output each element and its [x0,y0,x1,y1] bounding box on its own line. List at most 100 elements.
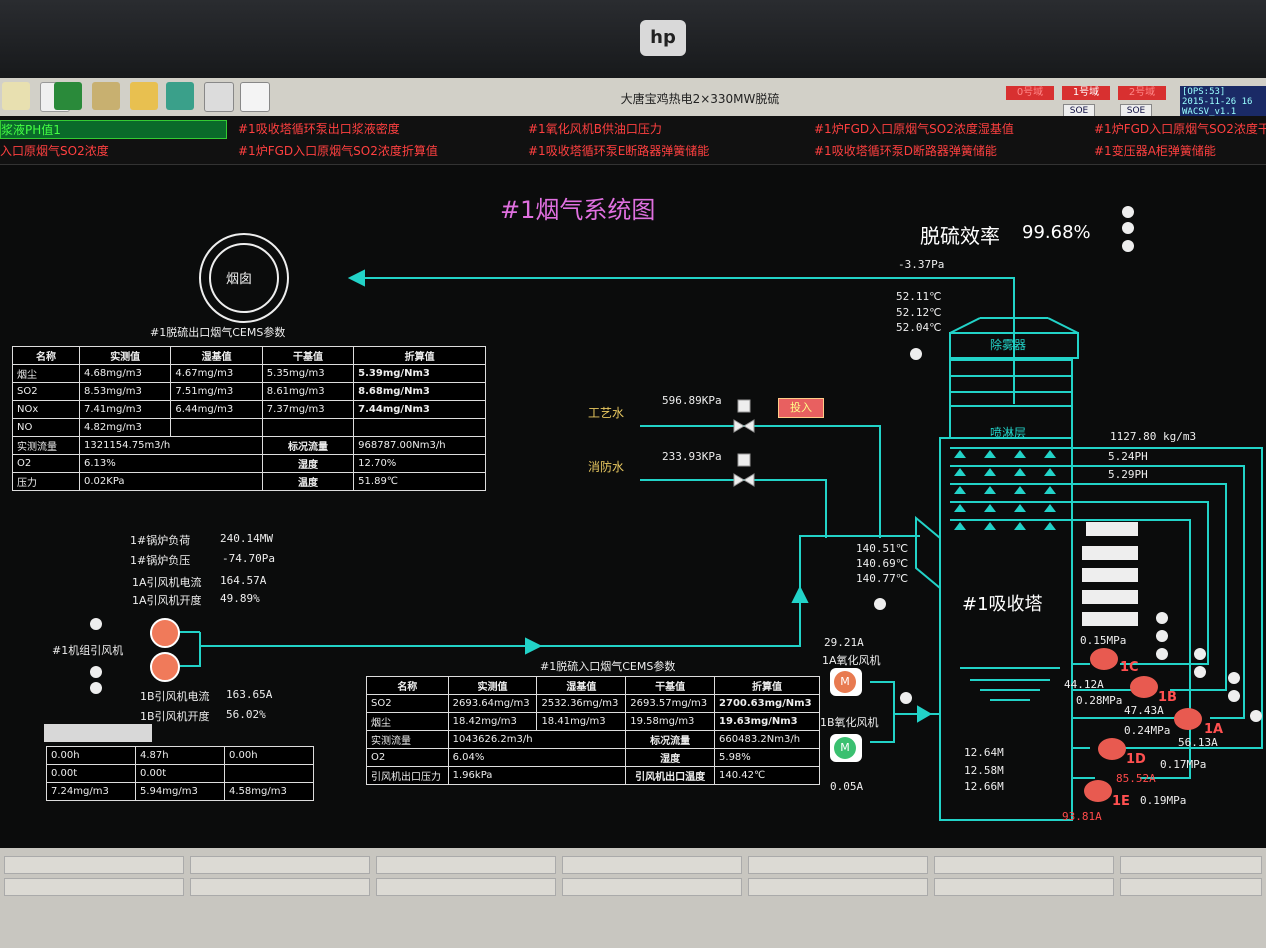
task-slot[interactable] [562,856,742,874]
soe-button-1[interactable]: SOE [1063,104,1095,119]
alarm-item[interactable]: 入口原烟气SO2浓度 [0,144,109,158]
table-cell: SO2 [366,694,449,713]
header-cell: 干基值 [261,346,355,365]
pump-e-icon[interactable] [1084,780,1112,802]
table-cell: 标况流量 [261,436,355,455]
fire-water-label: 消防水 [588,460,625,474]
task-slot[interactable] [190,856,370,874]
fan-b-open-value: 56.02% [226,708,266,721]
alarm-item[interactable]: #1吸收塔循环泵E断路器弹簧储能 [528,144,710,158]
pump-c-current: 44.12A [1064,678,1104,691]
table-cell: 2693.57mg/m3 [625,694,716,713]
table-cell: 5.35mg/m3 [261,364,355,383]
alarm-item[interactable]: #1变压器A柜弹簧储能 [1094,144,1216,158]
unit-button-1[interactable]: 1号域 [1062,86,1110,100]
ox-fan-a-icon[interactable]: M [830,668,862,696]
pump-b-icon[interactable] [1130,676,1158,698]
pump-a-icon[interactable] [1174,708,1202,730]
pump-c-icon[interactable] [1090,648,1118,670]
table-cell [353,418,486,437]
network-icon[interactable] [54,82,82,110]
taskbar [0,848,1266,948]
unit-button-0[interactable]: 0号域 [1006,86,1054,100]
doc-icon[interactable] [240,82,270,112]
tools-icon[interactable] [92,82,120,110]
small-table-tab[interactable] [44,724,152,742]
table-cell: 0.00t [135,764,225,783]
efficiency-label: 脱硫效率 [920,224,1000,248]
alarm-item[interactable]: #1氧化风机B供油口压力 [528,122,662,136]
alarm-item[interactable]: #1炉FGD入口原烟气SO2浓度折算值 [238,144,438,158]
task-slot[interactable] [748,856,928,874]
pump-b-pressure: 0.28MPa [1076,694,1123,707]
ox-fan-b-label: 1B氧化风机 [820,716,879,729]
fan-a-current-value: 164.57A [220,574,267,587]
home-icon[interactable] [2,82,30,110]
task-slot[interactable] [376,878,556,896]
table-cell: 12.70% [353,454,486,473]
fan-a-current-label: 1A引风机电流 [132,576,202,589]
task-slot[interactable] [748,878,928,896]
task-slot[interactable] [1120,856,1262,874]
header-cell: 折算值 [714,676,820,695]
outlet-temp-3: 52.04℃ [896,321,942,334]
pump-e-current: 93.81A [1062,810,1102,823]
table-cell: 0.00h [224,746,314,765]
task-slot[interactable] [934,856,1114,874]
status-dot [1194,648,1206,660]
trend-icon[interactable] [166,82,194,110]
task-slot[interactable] [562,878,742,896]
task-slot[interactable] [376,856,556,874]
table-cell: 968787.00Nm3/h [353,436,486,455]
pump-b-current: 47.43A [1124,704,1164,717]
status-dot [910,348,922,360]
tower-ph-2: 5.29PH [1108,468,1148,481]
inlet-cems-title: #1脱硫入口烟气CEMS参数 [540,660,676,673]
print-icon[interactable] [204,82,234,112]
pump-d-icon[interactable] [1098,738,1126,760]
chimney-label: 烟囱 [226,272,253,287]
alarm-item[interactable]: #1炉FGD入口原烟气SO2浓度干 [1094,122,1266,136]
table-cell: 8.61mg/m3 [261,382,355,401]
alarm-item[interactable]: #1吸收塔循环泵出口浆液密度 [238,122,400,136]
table-cell: 2532.36mg/m3 [536,694,627,713]
fan-a-icon[interactable] [150,618,180,648]
pump-a-pressure: 0.24MPa [1124,724,1171,737]
task-slot[interactable] [1120,878,1262,896]
fan-b-current-label: 1B引风机电流 [140,690,210,703]
tower-level-3: 12.66M [964,780,1004,793]
engage-button[interactable]: 投入 [778,398,824,418]
status-dot [1156,630,1168,642]
status-dot [1194,666,1206,678]
demister-label: 除雾器 [990,338,1027,352]
table-cell: 标况流量 [625,730,716,749]
alarm-item[interactable]: #1吸收塔循环泵D断路器弹簧储能 [814,144,997,158]
alarm-item[interactable]: #1炉FGD入口原烟气SO2浓度湿基值 [814,122,1014,136]
status-dot [1228,672,1240,684]
alarm-item[interactable]: 浆液PH值1 [0,120,227,139]
ox-fan-b-icon[interactable]: M [830,734,862,762]
tower-level-1: 12.64M [964,746,1004,759]
table-cell: 7.44mg/Nm3 [353,400,486,419]
task-slot[interactable] [934,878,1114,896]
screen-title: #1烟气系统图 [500,196,656,224]
task-slot[interactable] [190,878,370,896]
table-cell [261,418,355,437]
unit-button-2[interactable]: 2号域 [1118,86,1166,100]
outlet-cems-table: 名称 实测值 湿基值 干基值 折算值 烟尘 4.68mg/m3 4.67mg/m… [12,346,486,491]
task-slot[interactable] [4,856,184,874]
task-slot[interactable] [4,878,184,896]
boiler-load-value: 240.14MW [220,532,273,545]
header-cell: 湿基值 [536,676,627,695]
table-cell: 19.58mg/m3 [625,712,716,731]
fan-b-icon[interactable] [150,652,180,682]
folder-icon[interactable] [130,82,158,110]
table-cell: 引风机出口温度 [625,766,716,785]
pump-e-pressure: 0.19MPa [1140,794,1187,807]
table-cell: 烟尘 [12,364,80,383]
status-line-version: WACSV_v1.1 [1182,107,1237,117]
pump-c-label: 1C [1120,660,1139,675]
table-cell: 7.37mg/m3 [261,400,355,419]
header-cell: 实测值 [78,346,172,365]
pump-a-current: 56.13A [1178,736,1218,749]
